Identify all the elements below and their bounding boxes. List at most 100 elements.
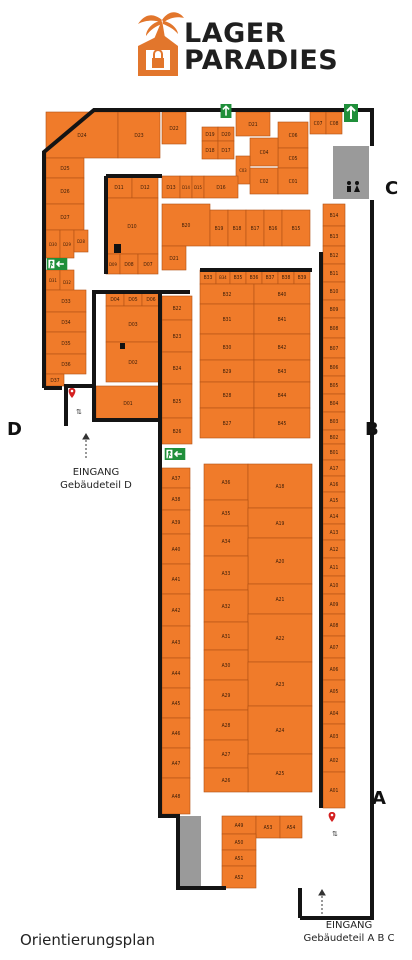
storage-unit-b43[interactable]: B43 (253, 359, 311, 383)
storage-unit-a40[interactable]: A40 (161, 533, 191, 565)
storage-unit-b38[interactable]: B38 (277, 269, 295, 285)
storage-unit-c02[interactable]: C02 (249, 167, 279, 195)
storage-unit-a35[interactable]: A35 (203, 499, 249, 527)
storage-unit-a51[interactable]: A51 (221, 849, 257, 867)
storage-unit-c08[interactable]: C08 (325, 111, 343, 135)
storage-unit-b19[interactable]: B19 (209, 209, 229, 247)
storage-unit-b18[interactable]: B18 (227, 209, 247, 247)
storage-unit-b30[interactable]: B30 (199, 333, 255, 361)
storage-unit-b41[interactable]: B41 (253, 303, 311, 335)
storage-unit-d31[interactable]: D31 (45, 269, 61, 291)
storage-unit-b29[interactable]: B29 (199, 359, 255, 383)
storage-unit-b09[interactable]: B09 (322, 299, 346, 319)
storage-unit-a44[interactable]: A44 (161, 657, 191, 689)
storage-unit-b03[interactable]: B03 (322, 411, 346, 431)
storage-unit-d27[interactable]: D27 (45, 203, 85, 231)
storage-unit-d37[interactable]: D37 (45, 373, 65, 387)
storage-unit-a10[interactable]: A10 (322, 575, 346, 595)
storage-unit-b16[interactable]: B16 (263, 209, 283, 247)
storage-unit-a23[interactable]: A23 (247, 661, 313, 707)
storage-unit-d10[interactable]: D10 (105, 197, 159, 255)
storage-unit-d09[interactable]: D09 (105, 253, 121, 275)
storage-unit-a05[interactable]: A05 (322, 679, 346, 703)
storage-unit-a46[interactable]: A46 (161, 717, 191, 749)
storage-unit-a12[interactable]: A12 (322, 539, 346, 559)
storage-unit-a50[interactable]: A50 (221, 833, 257, 851)
storage-unit-d17[interactable]: D17 (217, 140, 235, 160)
storage-unit-a38[interactable]: A38 (161, 487, 191, 511)
storage-unit-b14[interactable]: B14 (322, 203, 346, 227)
storage-unit-d08[interactable]: D08 (119, 253, 139, 275)
storage-unit-a41[interactable]: A41 (161, 563, 191, 595)
storage-unit-c01[interactable]: C01 (277, 167, 309, 195)
storage-unit-a48[interactable]: A48 (161, 777, 191, 815)
storage-unit-b33[interactable]: B33 (199, 269, 217, 285)
storage-unit-a54[interactable]: A54 (279, 815, 303, 839)
storage-unit-d03[interactable]: D03 (105, 305, 161, 343)
storage-unit-a17[interactable]: A17 (322, 459, 346, 477)
storage-unit-a34[interactable]: A34 (203, 525, 249, 557)
storage-unit-a27[interactable]: A27 (203, 739, 249, 769)
storage-unit-a28[interactable]: A28 (203, 709, 249, 741)
storage-unit-b15[interactable]: B15 (281, 209, 311, 247)
storage-unit-a43[interactable]: A43 (161, 625, 191, 659)
storage-unit-d22[interactable]: D22 (161, 111, 187, 145)
storage-unit-d18[interactable]: D18 (201, 140, 219, 160)
storage-unit-a20[interactable]: A20 (247, 537, 313, 585)
storage-unit-c06[interactable]: C06 (277, 121, 309, 149)
storage-unit-b05[interactable]: B05 (322, 375, 346, 395)
storage-unit-a08[interactable]: A08 (322, 613, 346, 637)
storage-unit-a45[interactable]: A45 (161, 687, 191, 719)
storage-unit-b11[interactable]: B11 (322, 263, 346, 283)
storage-unit-d13[interactable]: D13 (161, 175, 181, 199)
storage-unit-d11[interactable]: D11 (105, 175, 133, 199)
storage-unit-d35[interactable]: D35 (45, 331, 87, 355)
storage-unit-d05[interactable]: D05 (123, 291, 143, 307)
storage-unit-b26[interactable]: B26 (161, 417, 193, 445)
storage-unit-b32[interactable]: B32 (199, 283, 255, 305)
storage-unit-a42[interactable]: A42 (161, 593, 191, 627)
storage-unit-b23[interactable]: B23 (161, 319, 193, 353)
storage-unit-d28[interactable]: D28 (73, 229, 89, 253)
storage-unit-b28[interactable]: B28 (199, 381, 255, 409)
storage-unit-b34[interactable]: B34 (215, 269, 231, 285)
storage-unit-a02[interactable]: A02 (322, 747, 346, 773)
storage-unit-d21[interactable]: D21 (235, 111, 271, 137)
storage-unit-b04[interactable]: B04 (322, 393, 346, 413)
storage-unit-d06[interactable]: D06 (141, 291, 161, 307)
storage-unit-c05[interactable]: C05 (277, 147, 309, 169)
storage-unit-a06[interactable]: A06 (322, 657, 346, 681)
storage-unit-d12[interactable]: D12 (131, 175, 159, 199)
storage-unit-d29[interactable]: D29 (59, 229, 75, 259)
storage-unit-d20[interactable]: D20 (217, 126, 235, 142)
storage-unit-a47[interactable]: A47 (161, 747, 191, 779)
storage-unit-b40[interactable]: B40 (253, 283, 311, 305)
storage-unit-d04[interactable]: D04 (105, 291, 125, 307)
storage-unit-a26[interactable]: A26 (203, 767, 249, 793)
storage-unit-a49[interactable]: A49 (221, 815, 257, 835)
storage-unit-a21[interactable]: A21 (247, 583, 313, 615)
storage-unit-b07[interactable]: B07 (322, 337, 346, 359)
storage-unit-a14[interactable]: A14 (322, 507, 346, 525)
storage-unit-a19[interactable]: A19 (247, 507, 313, 539)
storage-unit-d23[interactable]: D23 (117, 111, 161, 159)
storage-unit-b39[interactable]: B39 (293, 269, 311, 285)
storage-unit-a37[interactable]: A37 (161, 467, 191, 489)
storage-unit-d01[interactable]: D01 (95, 385, 161, 421)
storage-unit-a07[interactable]: A07 (322, 635, 346, 659)
storage-unit-a52[interactable]: A52 (221, 865, 257, 889)
storage-unit-b22[interactable]: B22 (161, 295, 193, 321)
storage-unit-a36[interactable]: A36 (203, 463, 249, 501)
storage-unit-a01[interactable]: A01 (322, 771, 346, 809)
storage-unit-b08[interactable]: B08 (322, 317, 346, 339)
storage-unit-d21[interactable]: D21 (161, 245, 187, 271)
storage-unit-a18[interactable]: A18 (247, 463, 313, 509)
storage-unit-a15[interactable]: A15 (322, 491, 346, 509)
storage-unit-b06[interactable]: B06 (322, 357, 346, 377)
storage-unit-a13[interactable]: A13 (322, 523, 346, 541)
storage-unit-b44[interactable]: B44 (253, 381, 311, 409)
storage-unit-a29[interactable]: A29 (203, 679, 249, 711)
storage-unit-b27[interactable]: B27 (199, 407, 255, 439)
storage-unit-b35[interactable]: B35 (229, 269, 247, 285)
storage-unit-d34[interactable]: D34 (45, 311, 87, 333)
